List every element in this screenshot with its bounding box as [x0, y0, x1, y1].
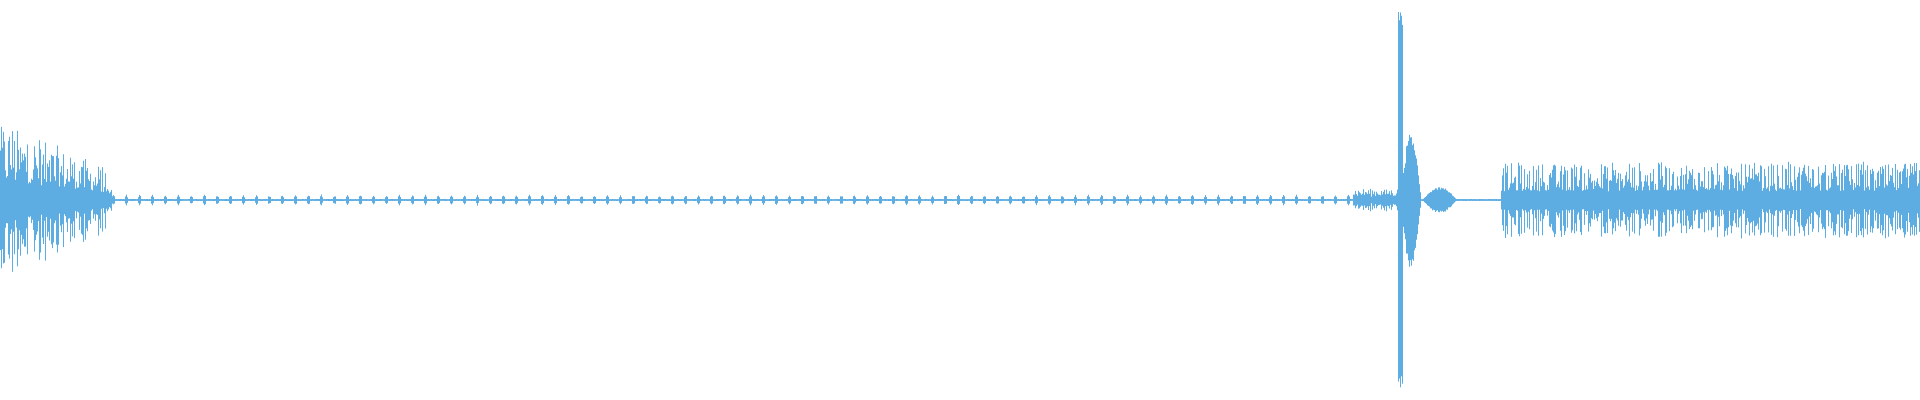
- waveform-bars: [0, 12, 1920, 388]
